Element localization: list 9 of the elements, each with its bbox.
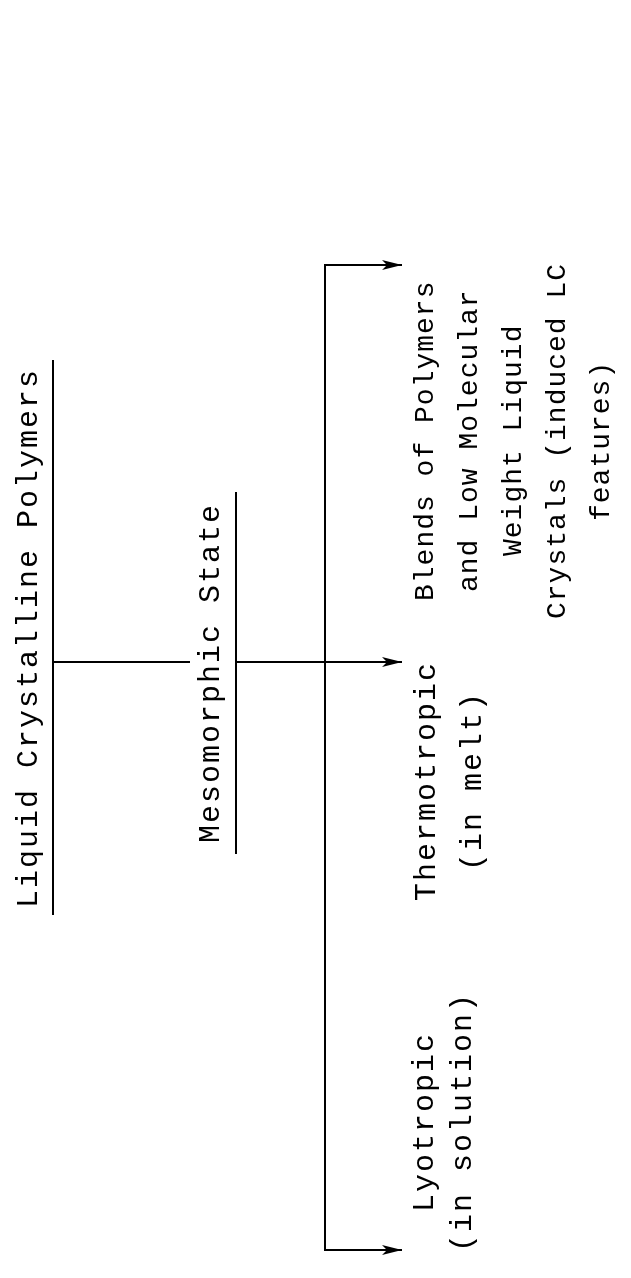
label-text: (in solution): [445, 992, 481, 1253]
label-text: Thermotropic: [409, 661, 445, 902]
label-text: (in melt): [455, 691, 491, 871]
label-text: Liquid Crystalline Polymers: [11, 367, 47, 908]
label-text: Lyotropic: [407, 1032, 443, 1212]
connector-line: [53, 661, 191, 663]
label-text: Mesomorphic State: [192, 502, 229, 844]
arrow: [236, 260, 403, 663]
label-text: Blends of Polymers and Low Molecular Weight Liquid Crystals (induced LC features): [409, 261, 618, 621]
